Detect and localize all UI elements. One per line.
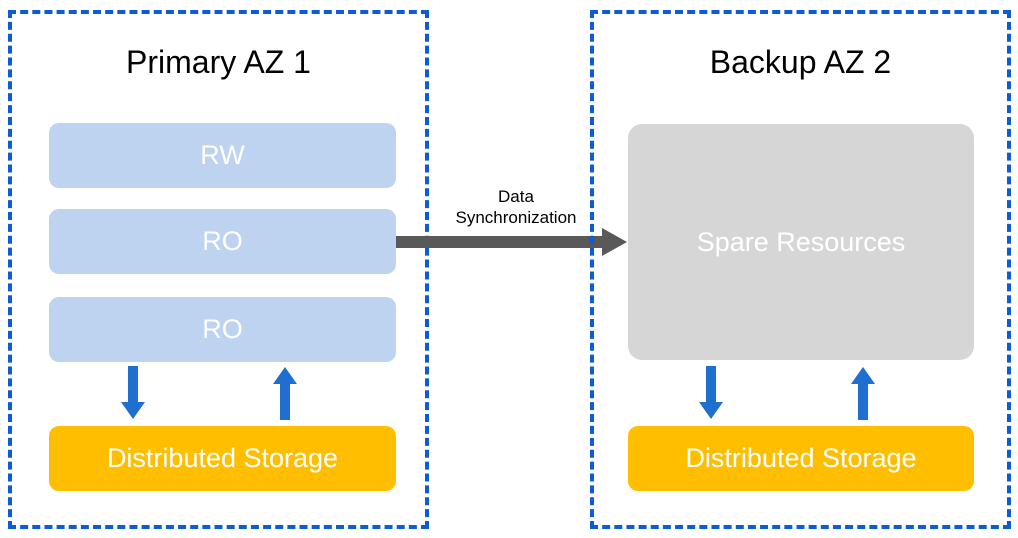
data-synchronization-arrow-icon xyxy=(396,226,628,258)
node-rw-label: RW xyxy=(200,140,245,170)
az-panel-primary xyxy=(8,10,429,529)
arrow-down-icon-backup xyxy=(698,366,724,420)
node-spare-resources-label: Spare Resources xyxy=(696,226,906,257)
arrow-up-icon-primary xyxy=(272,366,298,420)
sync-label: Data Synchronization xyxy=(418,186,614,228)
arrow-down-icon-primary xyxy=(120,366,146,420)
az-panel-backup xyxy=(590,10,1011,529)
node-ro-1[interactable]: RO xyxy=(49,209,396,274)
node-distributed-storage-backup-label: Distributed Storage xyxy=(685,443,917,473)
node-ro-2[interactable]: RO xyxy=(49,297,396,362)
node-distributed-storage-primary[interactable]: Distributed Storage xyxy=(49,426,396,491)
node-distributed-storage-primary-label: Distributed Storage xyxy=(106,443,339,473)
node-distributed-storage-backup[interactable]: Distributed Storage xyxy=(628,426,974,491)
node-ro-1-label: RO xyxy=(202,226,243,256)
az-title-backup: Backup AZ 2 xyxy=(709,44,892,80)
node-rw[interactable]: RW xyxy=(49,123,396,188)
sync-label-line-1: Data xyxy=(498,187,534,206)
node-spare-resources[interactable]: Spare Resources xyxy=(628,124,974,360)
arrow-up-icon-backup xyxy=(850,366,876,420)
az-title-primary: Primary AZ 1 xyxy=(126,44,311,80)
node-ro-2-label: RO xyxy=(202,314,243,344)
sync-label-line-2: Synchronization xyxy=(455,208,577,227)
